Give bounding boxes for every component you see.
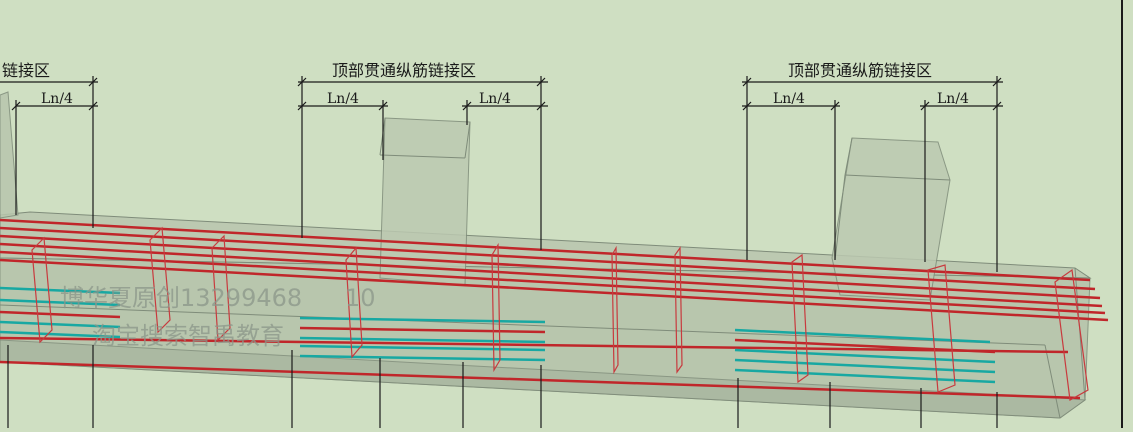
top-bar xyxy=(0,242,1103,308)
watermark-line-3: 淘宝搜索智禹教育 xyxy=(92,322,284,350)
ln4-label: Ln/4 xyxy=(773,91,805,107)
watermark-line-2: 10 xyxy=(345,284,376,312)
beam-end-edge xyxy=(1044,344,1061,419)
top-rebars xyxy=(0,218,1109,322)
ln4-label: Ln/4 xyxy=(41,91,73,107)
stirrup xyxy=(149,226,171,334)
zone-label-middle: 顶部贯通纵筋链接区 xyxy=(332,61,476,80)
stirrup xyxy=(491,242,501,373)
zone-label-right: 顶部贯通纵筋链接区 xyxy=(788,61,932,80)
watermark-line-1: 博华夏原创13299468 xyxy=(60,284,302,312)
stirrups xyxy=(31,226,1089,401)
top-bar xyxy=(0,234,1101,300)
bottom-bar xyxy=(0,336,1069,354)
beam-slab-line xyxy=(0,304,1046,346)
beam-top-face xyxy=(0,211,1092,279)
zone-label-left: 链接区 xyxy=(2,61,50,80)
bottom-rebars xyxy=(0,286,1081,400)
top-bar xyxy=(0,218,1091,282)
stirrup xyxy=(1054,268,1089,401)
stirrup xyxy=(211,234,231,342)
top-bar xyxy=(0,226,1096,291)
column-left xyxy=(0,91,19,219)
stirrup xyxy=(927,264,956,393)
ln4-label: Ln/4 xyxy=(937,91,969,107)
stirrup xyxy=(345,246,363,359)
ln4-label: Ln/4 xyxy=(479,91,511,107)
stirrup xyxy=(31,236,53,344)
ln4-label: Ln/4 xyxy=(327,91,359,107)
top-bar xyxy=(0,258,1109,322)
stirrup xyxy=(674,246,683,374)
stirrup xyxy=(791,253,809,384)
top-bar xyxy=(0,250,1106,315)
stirrup xyxy=(611,245,619,375)
bottom-bar xyxy=(0,360,1081,400)
